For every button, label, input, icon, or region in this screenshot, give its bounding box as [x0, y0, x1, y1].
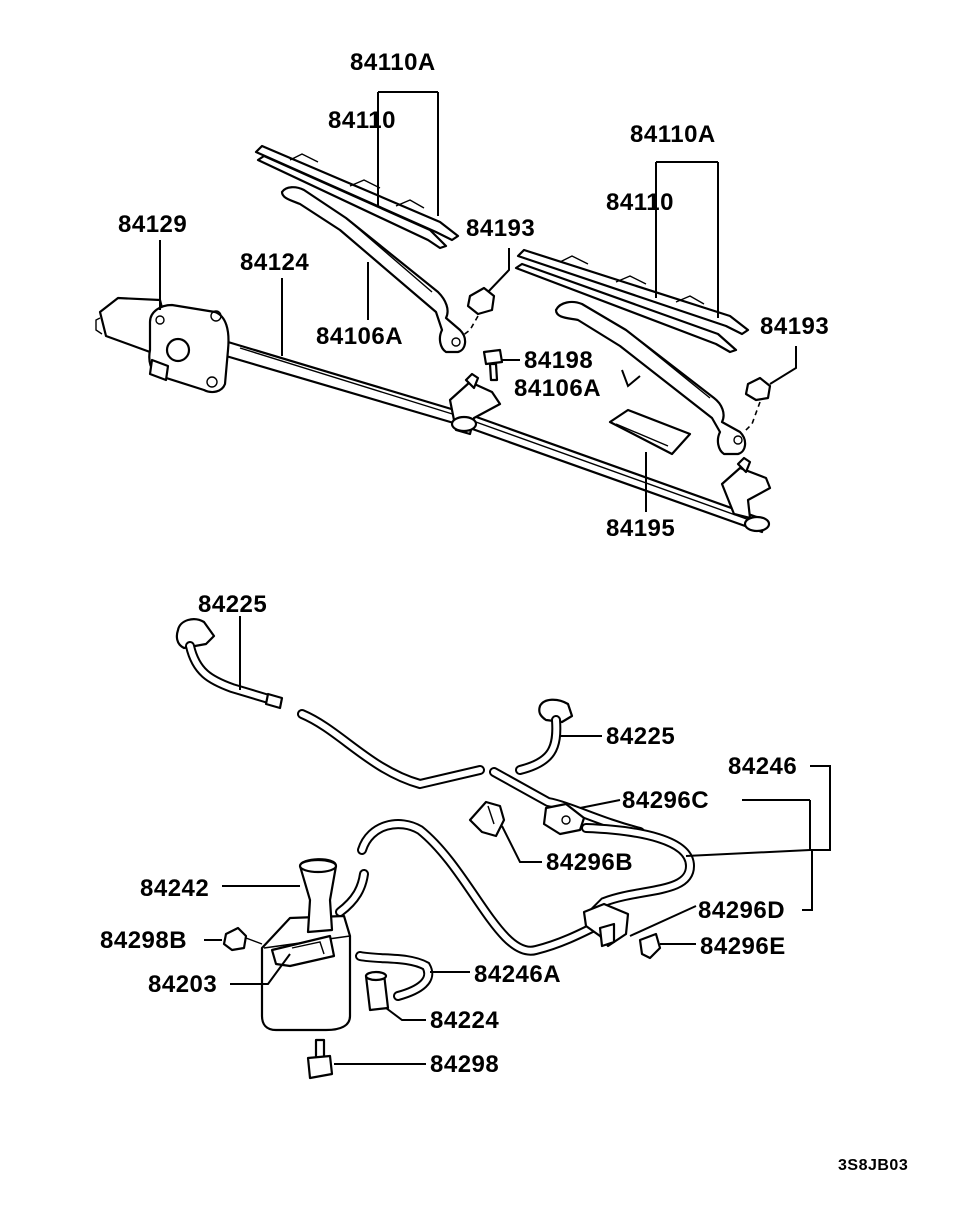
label-84203: 84203	[148, 971, 217, 998]
label-84242: 84242	[140, 875, 209, 902]
label-84124: 84124	[240, 249, 309, 276]
joint-84296D	[582, 902, 630, 948]
label-84296D: 84296D	[698, 897, 785, 924]
label-84193-right: 84193	[760, 313, 829, 340]
label-84298: 84298	[430, 1051, 499, 1078]
grommet-84298B	[222, 926, 263, 952]
wiper-motor	[95, 296, 230, 394]
washer-nozzle-left	[175, 618, 284, 710]
label-84198: 84198	[524, 347, 593, 374]
washer-hose-main	[297, 709, 645, 837]
label-84193-left: 84193	[466, 215, 535, 242]
label-84129: 84129	[118, 211, 187, 238]
cap-84195	[608, 408, 692, 456]
wiper-arm-right	[554, 300, 747, 456]
label-84195: 84195	[606, 515, 675, 542]
label-84298B: 84298B	[100, 927, 187, 954]
nut-84193-right	[744, 376, 772, 402]
leader-lines	[159, 91, 831, 1065]
label-84296C: 84296C	[622, 787, 709, 814]
label-84225-right: 84225	[606, 723, 675, 750]
pivot-bracket-right	[720, 456, 772, 533]
label-84246: 84246	[728, 753, 797, 780]
connector-84296C	[542, 802, 586, 836]
clip-84296B	[468, 800, 506, 838]
label-84106A-right: 84106A	[514, 375, 601, 402]
wiper-blade-left	[254, 144, 460, 250]
label-84110A-right: 84110A	[630, 121, 716, 148]
washer-hose-return	[357, 819, 696, 956]
label-84224: 84224	[430, 1007, 499, 1034]
label-84296B: 84296B	[546, 849, 633, 876]
pump-84224	[355, 951, 434, 1012]
filler-neck-84242	[298, 858, 369, 934]
washer-nozzle-right	[515, 698, 574, 775]
diagram-code: 3S8JB03	[838, 1157, 908, 1174]
label-84296E: 84296E	[700, 933, 786, 960]
label-84110A-left: 84110A	[350, 49, 436, 76]
bolt-84298	[306, 1038, 334, 1080]
nut-84193-left	[466, 286, 496, 316]
wiper-blade-right	[514, 248, 750, 354]
pivot-bracket-left	[448, 372, 502, 436]
bolt-84198	[482, 348, 504, 382]
label-84225-left: 84225	[198, 591, 267, 618]
label-84106A-left: 84106A	[316, 323, 403, 350]
joint-84296E	[638, 932, 662, 960]
label-84110-right: 84110	[606, 189, 674, 216]
label-84110-left: 84110	[328, 107, 396, 134]
wiper-arm-left	[280, 186, 467, 354]
label-84246A: 84246A	[474, 961, 561, 988]
